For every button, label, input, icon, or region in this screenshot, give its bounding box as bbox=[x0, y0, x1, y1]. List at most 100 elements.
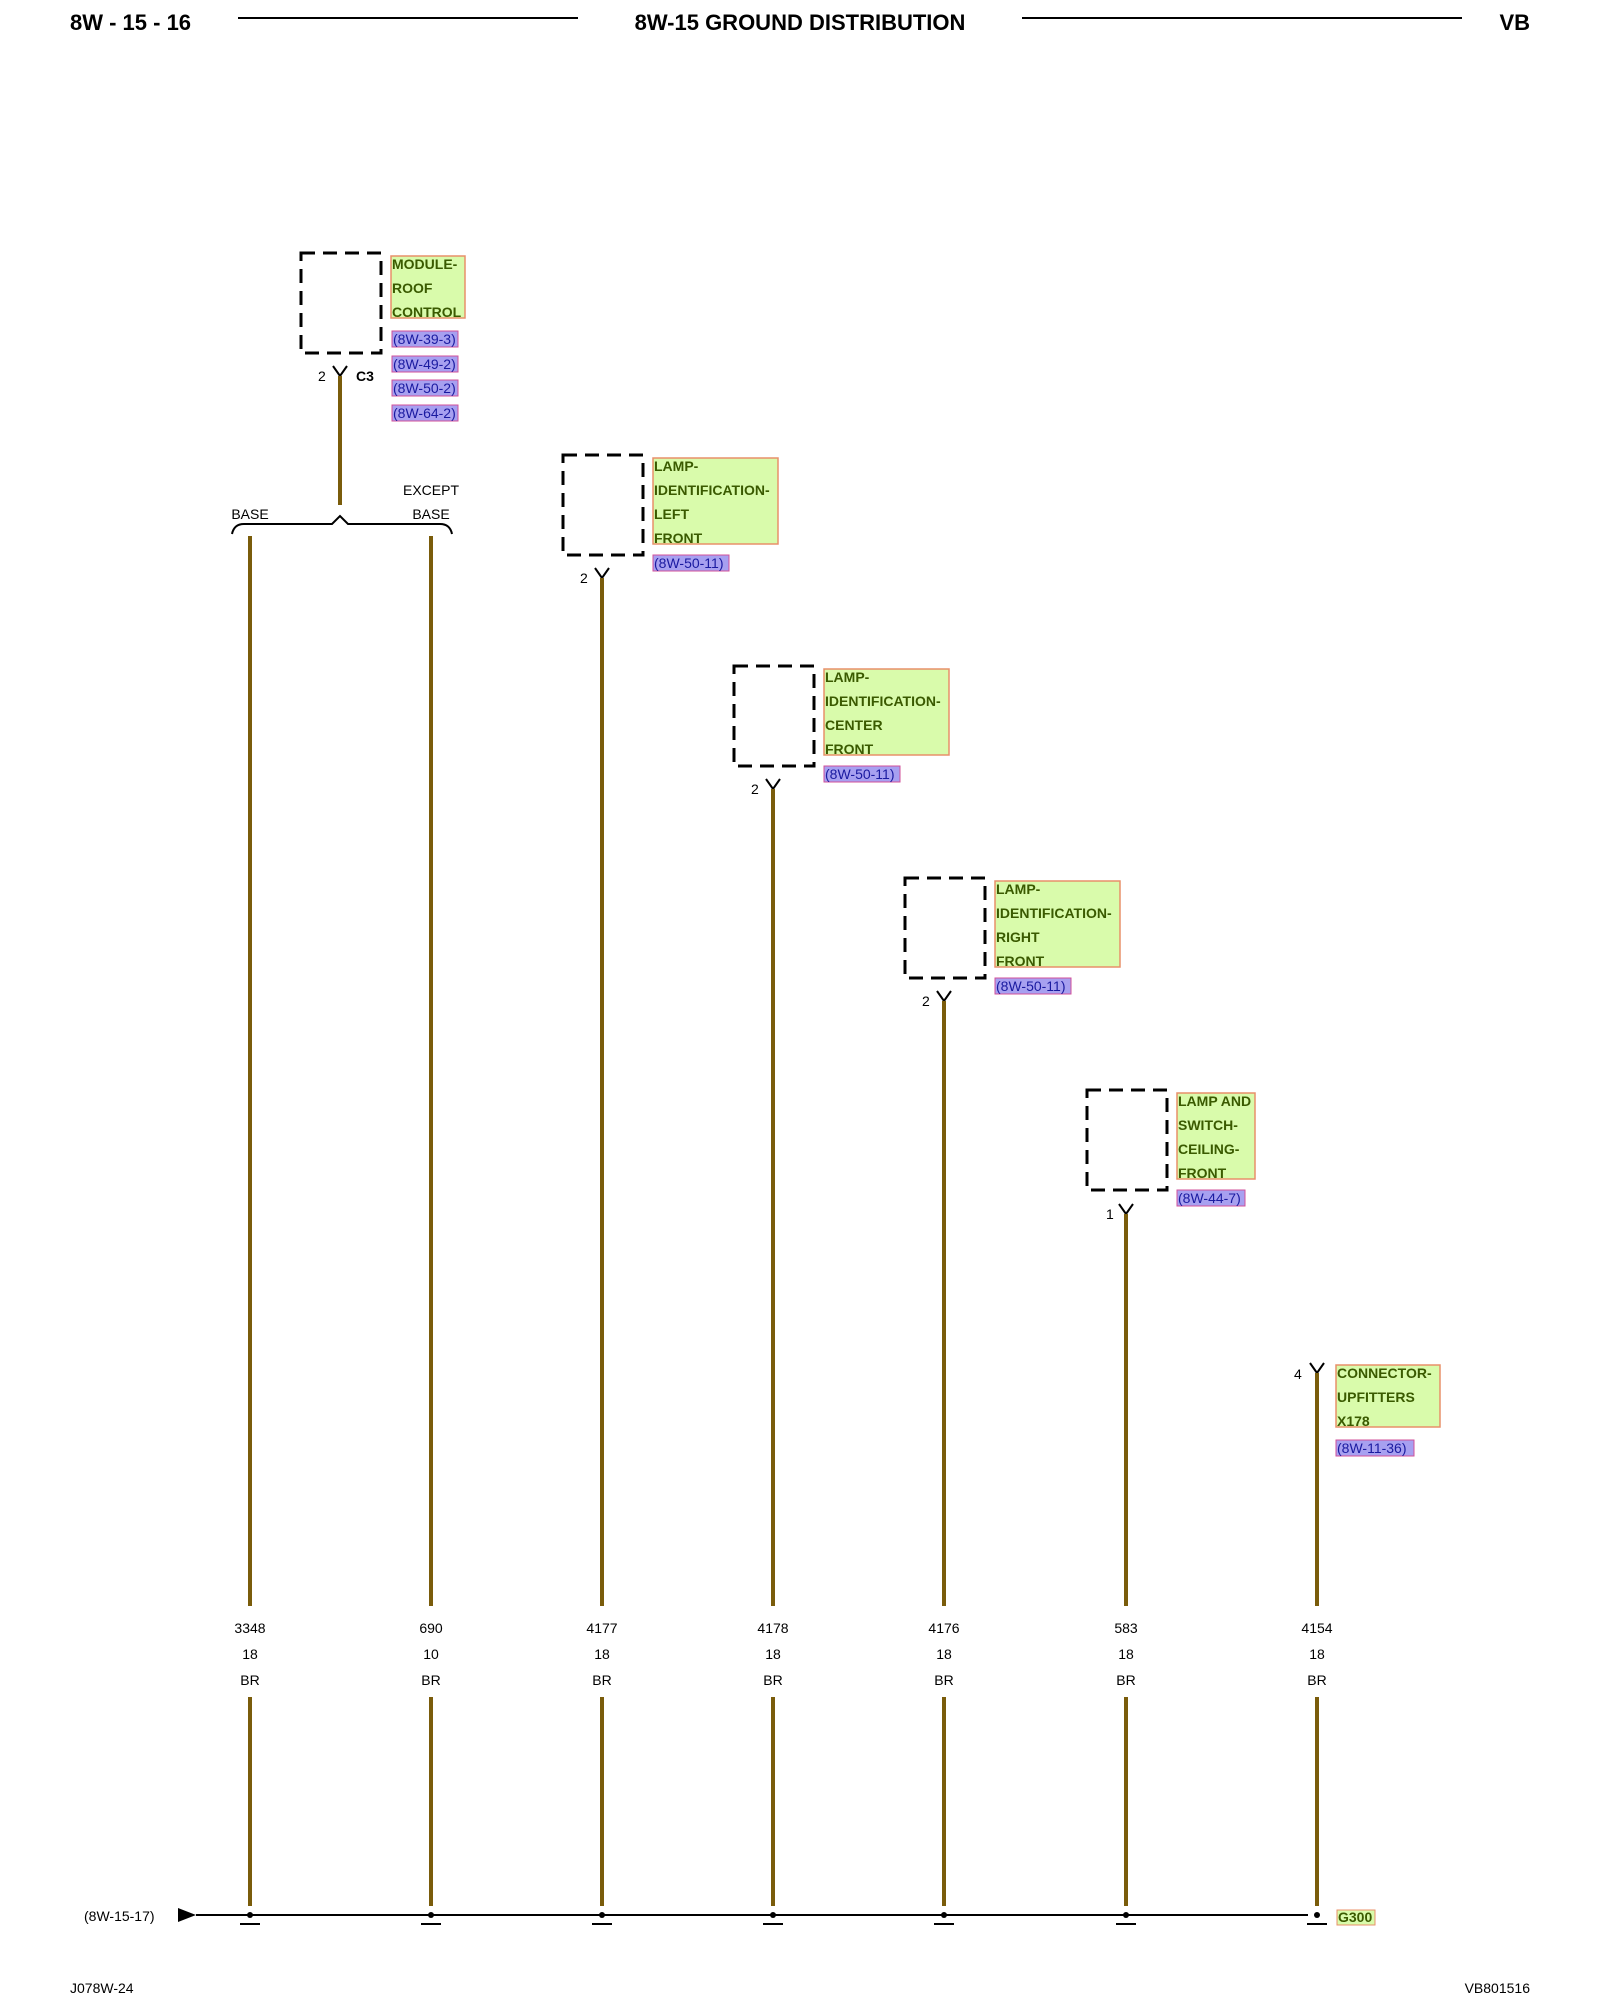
ref-link[interactable]: (8W-64-2) bbox=[393, 405, 456, 421]
wire-circuit: 690 bbox=[419, 1620, 443, 1636]
ref-link-box[interactable] bbox=[391, 355, 459, 373]
ref-link[interactable]: (8W-50-11) bbox=[825, 766, 895, 782]
ref-link-box[interactable] bbox=[391, 330, 459, 348]
branch-label-except-base: BASE bbox=[412, 506, 449, 522]
component-label-box bbox=[823, 668, 950, 756]
ground-label-box bbox=[1336, 1909, 1376, 1926]
component-name-line: SWITCH- bbox=[1178, 1117, 1238, 1133]
pin-number: 4 bbox=[1294, 1366, 1302, 1382]
component-box bbox=[732, 664, 816, 768]
component-name-line: FRONT bbox=[825, 741, 874, 757]
component-connector-upfitters-x178: CONNECTOR- UPFITTERS X178 (8W-11-36) 4 bbox=[1294, 1362, 1441, 1457]
page-title: 8W-15 GROUND DISTRIBUTION bbox=[635, 10, 966, 35]
component-name-line: IDENTIFICATION- bbox=[654, 482, 770, 498]
footer-left-code: J078W-24 bbox=[70, 1980, 134, 1996]
pin-number: 1 bbox=[1106, 1206, 1114, 1222]
splice-dot-icon bbox=[247, 1912, 253, 1918]
ref-link[interactable]: (8W-11-36) bbox=[1337, 1440, 1407, 1456]
component-name-line: RIGHT bbox=[996, 929, 1040, 945]
wires-lower bbox=[248, 1697, 1319, 1906]
wire-gauge: 18 bbox=[1309, 1646, 1325, 1662]
component-box bbox=[903, 876, 987, 980]
component-lamp-identification-left-front: LAMP- IDENTIFICATION- LEFT FRONT (8W-50-… bbox=[561, 453, 779, 586]
component-label-box bbox=[994, 880, 1121, 968]
component-name-line: IDENTIFICATION- bbox=[825, 693, 941, 709]
component-name-line: LAMP- bbox=[996, 881, 1041, 897]
wire-circuit: 4154 bbox=[1301, 1620, 1332, 1636]
component-name-line: LAMP- bbox=[825, 669, 870, 685]
wire-gauge: 10 bbox=[423, 1646, 439, 1662]
ref-link[interactable]: (8W-50-2) bbox=[393, 380, 456, 396]
wire-color: BR bbox=[1116, 1672, 1135, 1688]
ref-link[interactable]: (8W-39-3) bbox=[393, 331, 456, 347]
component-label-box bbox=[1176, 1092, 1256, 1180]
footer-right-code: VB801516 bbox=[1465, 1980, 1531, 1996]
splice-dot-icon bbox=[599, 1912, 605, 1918]
ref-link-box[interactable] bbox=[823, 765, 901, 783]
vehicle-code: VB bbox=[1499, 10, 1530, 35]
ground-label: G300 bbox=[1338, 1909, 1372, 1925]
ref-link-box[interactable] bbox=[391, 379, 459, 397]
wire-circuit: 3348 bbox=[234, 1620, 265, 1636]
branch-brace bbox=[231, 514, 453, 535]
wires-upper bbox=[248, 536, 1319, 1606]
wire-gauge: 18 bbox=[936, 1646, 952, 1662]
wire-color: BR bbox=[763, 1672, 782, 1688]
component-name-line: UPFITTERS bbox=[1337, 1389, 1415, 1405]
ref-link[interactable]: (8W-50-11) bbox=[654, 555, 724, 571]
connector-fork-icon bbox=[332, 365, 348, 378]
pin-number: 2 bbox=[580, 570, 588, 586]
component-module-roof-control: MODULE- ROOF CONTROL (8W-39-3) (8W-49-2)… bbox=[299, 251, 466, 505]
component-name-line: FRONT bbox=[996, 953, 1045, 969]
wire-color: BR bbox=[240, 1672, 259, 1688]
wire-gauge: 18 bbox=[594, 1646, 610, 1662]
ref-link[interactable]: (8W-44-7) bbox=[1178, 1190, 1241, 1206]
ground-bus: (8W-15-17) G300 bbox=[84, 1908, 1376, 1926]
branch-label-except: EXCEPT bbox=[403, 482, 459, 498]
component-box bbox=[1085, 1088, 1169, 1192]
ref-link-box[interactable] bbox=[391, 404, 459, 422]
component-name-line: CONTROL bbox=[392, 304, 462, 320]
connector-fork-icon bbox=[594, 567, 610, 580]
ref-link-box[interactable] bbox=[994, 977, 1072, 995]
component-name-line: LAMP AND bbox=[1178, 1093, 1251, 1109]
component-lamp-identification-right-front: LAMP- IDENTIFICATION- RIGHT FRONT (8W-50… bbox=[903, 876, 1121, 1009]
component-name-line: CENTER bbox=[825, 717, 883, 733]
component-box bbox=[561, 453, 645, 557]
component-name-line: FRONT bbox=[654, 530, 703, 546]
wire-circuit: 4176 bbox=[928, 1620, 959, 1636]
ref-link-box[interactable] bbox=[652, 554, 730, 572]
wire-gauge: 18 bbox=[1118, 1646, 1134, 1662]
component-name-line: FRONT bbox=[1178, 1165, 1227, 1181]
wire-color: BR bbox=[592, 1672, 611, 1688]
connector-fork-icon bbox=[1118, 1203, 1134, 1216]
component-name-line: CONNECTOR- bbox=[1337, 1365, 1432, 1381]
component-lamp-and-switch-ceiling-front: LAMP AND SWITCH- CEILING- FRONT (8W-44-7… bbox=[1085, 1088, 1256, 1222]
branch-splice: BASE EXCEPT BASE bbox=[231, 482, 459, 535]
page-number: 8W - 15 - 16 bbox=[70, 10, 191, 35]
ref-link[interactable]: (8W-49-2) bbox=[393, 356, 456, 372]
connector-id: C3 bbox=[356, 368, 374, 384]
ref-link[interactable]: (8W-50-11) bbox=[996, 978, 1066, 994]
splice-dot-icon bbox=[1314, 1912, 1320, 1918]
component-name-line: CEILING- bbox=[1178, 1141, 1240, 1157]
component-name-line: LAMP- bbox=[654, 458, 699, 474]
component-box bbox=[299, 251, 383, 355]
arrow-right-icon bbox=[178, 1908, 196, 1922]
component-name-line: ROOF bbox=[392, 280, 433, 296]
wire-gauge: 18 bbox=[765, 1646, 781, 1662]
wire-color: BR bbox=[934, 1672, 953, 1688]
splice-dot-icon bbox=[428, 1912, 434, 1918]
bus-continuation-ref[interactable]: (8W-15-17) bbox=[84, 1908, 155, 1924]
component-label-box bbox=[652, 457, 779, 545]
splice-dot-icon bbox=[770, 1912, 776, 1918]
wire-gauge: 18 bbox=[242, 1646, 258, 1662]
ref-link-box[interactable] bbox=[1176, 1189, 1246, 1207]
component-lamp-identification-center-front: LAMP- IDENTIFICATION- CENTER FRONT (8W-5… bbox=[732, 664, 950, 797]
component-name-line: X178 bbox=[1337, 1413, 1370, 1429]
pin-number: 2 bbox=[922, 993, 930, 1009]
wire-labels: 3348 18 BR 690 10 BR 4177 18 BR 4178 18 … bbox=[234, 1620, 1332, 1688]
pin-number: 2 bbox=[751, 781, 759, 797]
ref-link-box[interactable] bbox=[1335, 1439, 1415, 1457]
